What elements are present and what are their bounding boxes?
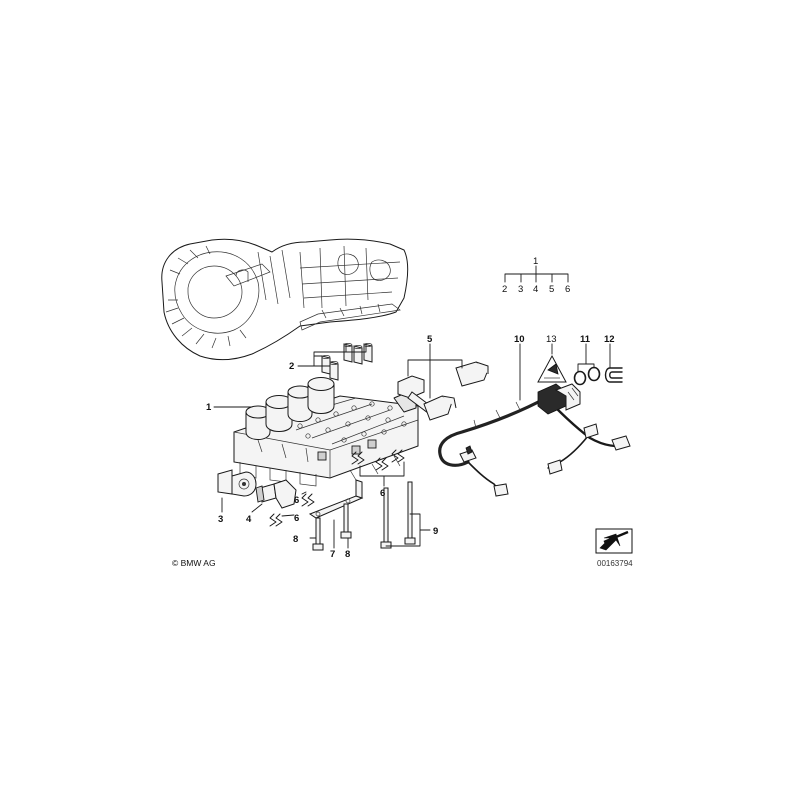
diagram-number: 00163794 xyxy=(597,559,633,568)
valve-body xyxy=(233,377,419,487)
label-9: 9 xyxy=(433,526,438,537)
leader-lines xyxy=(213,265,611,549)
transmission-housing xyxy=(161,238,409,361)
label-10: 10 xyxy=(514,334,525,345)
solenoid-valve xyxy=(255,479,297,509)
retaining-clip xyxy=(604,367,623,383)
tree-child-label: 3 xyxy=(518,284,523,295)
bolts xyxy=(312,481,416,551)
clips xyxy=(269,449,405,527)
pressure-regulator xyxy=(217,469,257,497)
label-11: 11 xyxy=(580,334,591,345)
label-8-left: 8 xyxy=(293,534,298,545)
tree-parent-label: 1 xyxy=(533,256,538,267)
bracket xyxy=(308,479,364,519)
wiring-harness xyxy=(438,383,631,497)
label-12: 12 xyxy=(604,334,615,345)
sensors xyxy=(397,361,489,421)
copyright-text: © BMW AG xyxy=(172,558,216,568)
label-1: 1 xyxy=(206,402,212,413)
direction-arrow-icon xyxy=(595,528,633,554)
label-5: 5 xyxy=(427,334,433,345)
tree-child-label: 4 xyxy=(533,284,538,295)
solenoid-cylinders xyxy=(245,377,335,440)
warning-label xyxy=(537,354,567,383)
label-7: 7 xyxy=(330,549,335,560)
tree-child-label: 6 xyxy=(565,284,570,295)
label-6-upper: 6 xyxy=(294,495,299,506)
part-labels: 1 2 3 4 5 6 6 6 7 8 8 9 10 13 11 12 1 2 … xyxy=(172,256,633,568)
tree-child-label: 2 xyxy=(502,284,507,295)
label-2: 2 xyxy=(289,361,294,372)
tree-child-label: 5 xyxy=(549,284,554,295)
label-6-lower: 6 xyxy=(294,513,299,524)
label-3: 3 xyxy=(218,514,223,525)
label-8-right: 8 xyxy=(345,549,350,560)
label-6-right: 6 xyxy=(380,488,385,499)
label-13: 13 xyxy=(546,334,557,345)
label-4: 4 xyxy=(246,514,252,525)
sleeves xyxy=(321,343,373,381)
